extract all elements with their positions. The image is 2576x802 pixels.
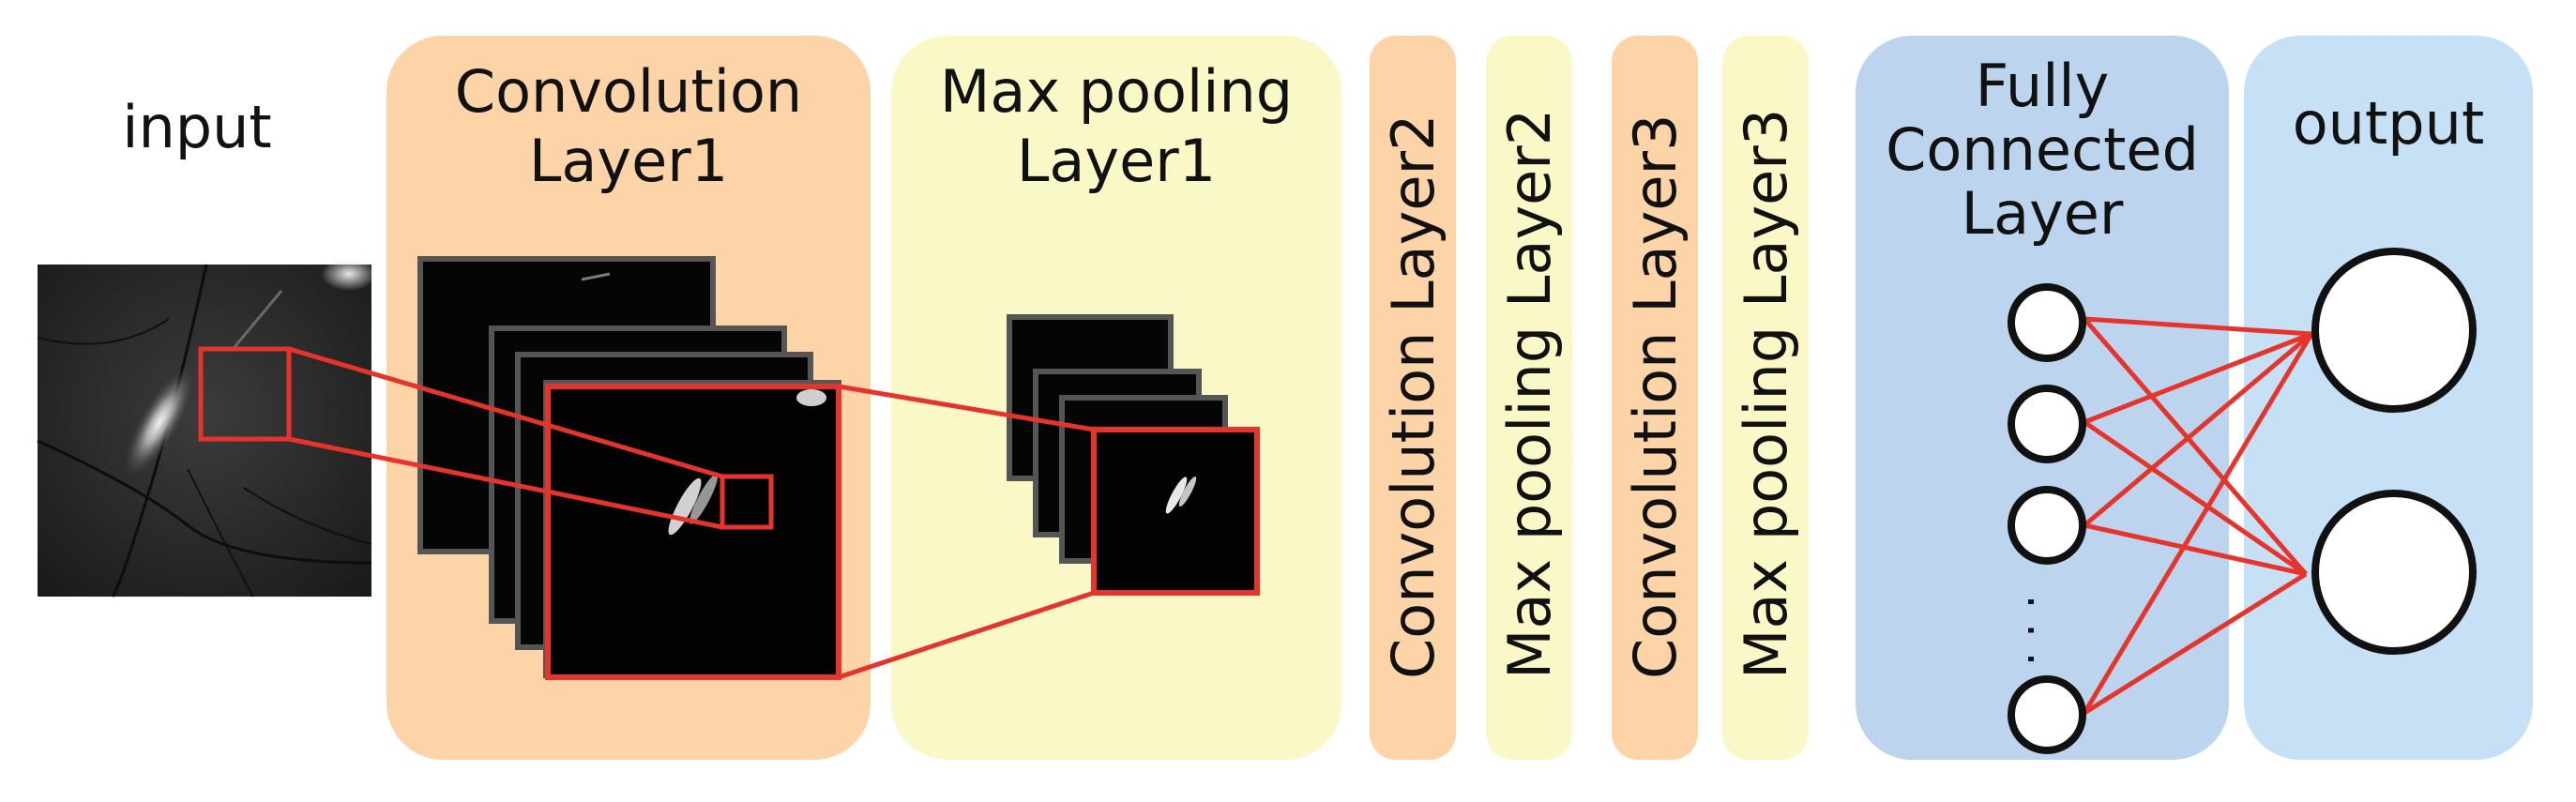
output-node bbox=[2311, 248, 2477, 413]
output-nodes bbox=[2311, 248, 2477, 655]
projection-lines bbox=[288, 346, 1095, 680]
pool-layer1-label-line1: Max pooling bbox=[939, 57, 1294, 126]
fc-label-line2: Connected bbox=[1886, 115, 2199, 184]
pool1-feature-maps bbox=[1007, 314, 1260, 596]
conv1-feature-maps bbox=[417, 256, 841, 680]
pool-layer1-label-line2: Layer1 bbox=[1016, 127, 1217, 195]
output-label: output bbox=[2292, 89, 2485, 158]
input-image bbox=[37, 257, 377, 598]
conv-layer1-label-line1: Convolution bbox=[454, 57, 803, 126]
fc-label-line1: Fully bbox=[1975, 52, 2110, 120]
fc-node bbox=[2008, 486, 2086, 565]
fc-node bbox=[2008, 675, 2086, 754]
conv-layer1-label-line2: Layer1 bbox=[528, 127, 729, 195]
conv-layer2-strip bbox=[1370, 36, 1456, 760]
fc-node bbox=[2008, 283, 2086, 362]
fc-node bbox=[2008, 385, 2086, 463]
conv-layer3-strip bbox=[1612, 36, 1698, 760]
pool-layer2-strip bbox=[1486, 36, 1572, 760]
fc-nodes bbox=[2008, 283, 2086, 754]
fc-label-line3: Layer bbox=[1961, 179, 2124, 248]
input-label: input bbox=[122, 93, 272, 161]
output-node bbox=[2311, 490, 2477, 655]
fc-connections bbox=[2082, 316, 2314, 716]
pool-layer3-strip bbox=[1722, 36, 1809, 760]
